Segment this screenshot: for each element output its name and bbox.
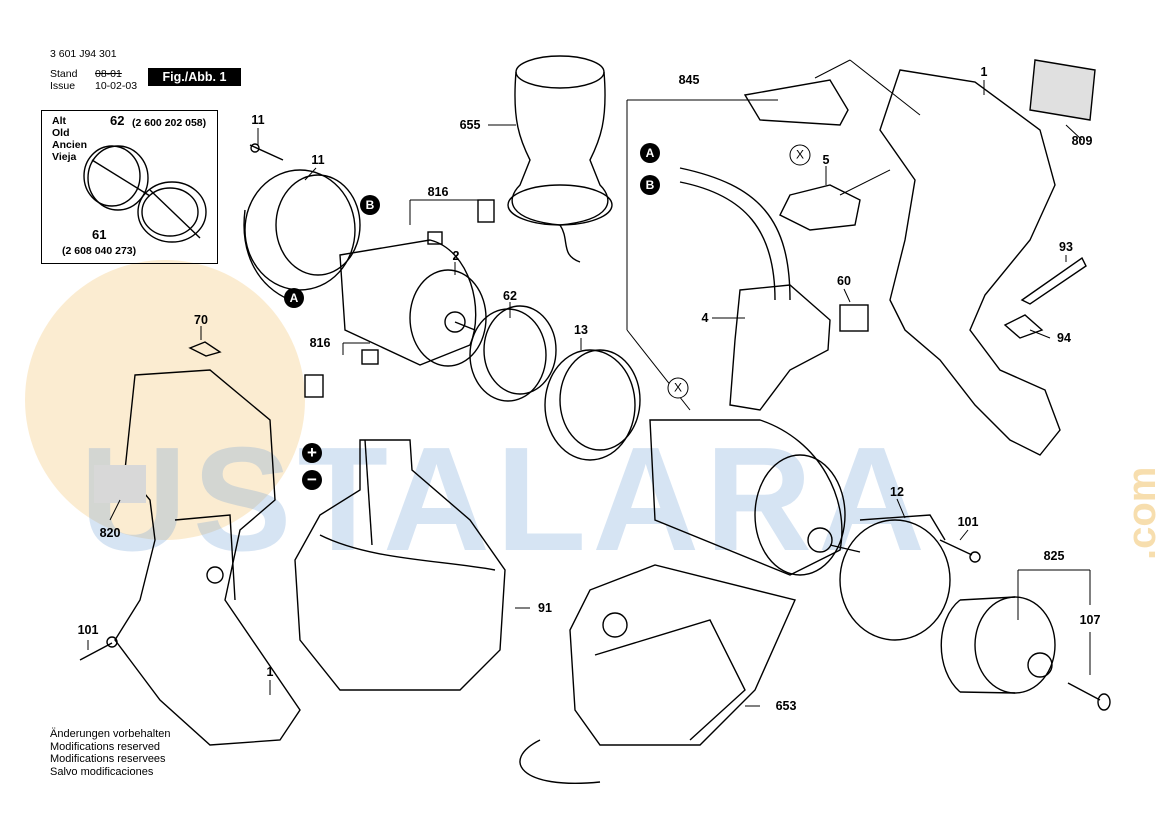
label-825: 825 [1043,549,1065,563]
footer-line-es: Salvo modificaciones [50,765,154,778]
label-653: 653 [775,699,797,713]
part-101-right-screw-drawing [939,539,981,563]
old-part-61-number: (2 608 040 273) [62,245,137,257]
part-1-right-housing-drawing [879,59,1096,456]
marker-a-switch: A [640,143,660,163]
part-2-motor-drawing [339,239,487,367]
label-93: 93 [1059,240,1073,254]
part-816-brushes-drawing [304,199,495,398]
old-line-vieja: Vieja [52,151,77,163]
old-ring-61-drawing [137,181,207,243]
label-816-mid: 816 [309,336,331,350]
part-60-block-drawing [839,304,869,332]
plus-terminal-icon: + [302,443,322,463]
label-809: 809 [1071,134,1093,148]
marker-b-switch: B [640,175,660,195]
footer-line-de: Änderungen vorbehalten [50,728,171,740]
part-825-chuck-drawing [940,596,1056,694]
part-12-ring-drawing [839,514,951,641]
issue-date: 10-02-03 [95,80,138,92]
footer-line-fr: Modifications reservees [50,753,166,765]
drawing-number: 3 601 J94 301 [50,48,117,60]
label-94: 94 [1057,331,1071,345]
part-655-sleeve-drawing [507,55,613,263]
old-line-old: Old [52,127,70,139]
old-ring-62-drawing [83,145,151,211]
marker-a-housing: A [284,288,304,308]
part-11-housing-drawing [243,143,361,301]
old-line-alt: Alt [52,115,66,127]
label-11-screw: 11 [251,113,265,127]
part-13-ring-drawing [544,349,641,461]
label-91: 91 [538,601,552,615]
footer-notes: Änderungen vorbehalten Modifications res… [50,728,170,778]
old-line-ancien: Ancien [52,139,88,151]
part-91-battery-drawing [294,439,506,691]
part-1-left-housing-drawing [114,369,301,746]
label-655: 655 [459,118,481,132]
label-60: 60 [837,274,851,288]
label-70: 70 [194,313,208,327]
label-62: 62 [503,289,517,303]
figure-label: Fig./Abb. 1 [148,68,241,86]
part-101-left-screw-drawing [79,636,118,661]
old-part-61: 61 [92,227,107,242]
label-2: 2 [452,249,460,263]
label-107: 107 [1079,613,1101,627]
label-11-housing: 11 [311,153,325,167]
part-94-clip-drawing [1003,314,1044,339]
part-653-charger-drawing [519,564,796,784]
marker-x-clip: X [789,144,811,166]
old-parts-box: Alt Old Ancien Vieja 62 (2 600 202 058) … [41,110,218,264]
gearbox-drawing [649,419,861,576]
label-1-top: 1 [980,65,988,79]
part-4-switch-drawing [679,79,849,411]
part-93-bit-drawing [1020,256,1087,305]
label-816-top: 816 [427,185,449,199]
label-13: 13 [574,323,588,337]
stand-date: 08-01 [95,68,122,80]
part-820-label-plate [94,465,146,503]
stand-label: Stand [50,68,78,80]
label-845: 845 [678,73,700,87]
label-101-left: 101 [77,623,99,637]
label-4: 4 [701,311,709,325]
part-107-screw-drawing [1067,682,1111,711]
footer-line-en: Modifications reserved [50,740,161,753]
old-part-62-number: (2 600 202 058) [132,117,207,129]
label-5: 5 [822,153,830,167]
part-62-ring-drawing [469,305,557,402]
leader-lines [87,59,1091,707]
marker-b-housing: B [360,195,380,215]
label-101-right: 101 [957,515,979,529]
label-820: 820 [99,526,121,540]
issue-label: Issue [50,80,76,92]
label-1-bottom: 1 [266,665,274,679]
part-70-spring-drawing [188,341,222,357]
watermark-text: USTALARA [80,417,931,582]
minus-terminal-icon: − [302,470,322,490]
label-12: 12 [890,485,904,499]
part-5-clip-drawing [779,184,861,231]
marker-x-gearbox: X [667,377,689,399]
old-part-62: 62 [110,113,125,128]
